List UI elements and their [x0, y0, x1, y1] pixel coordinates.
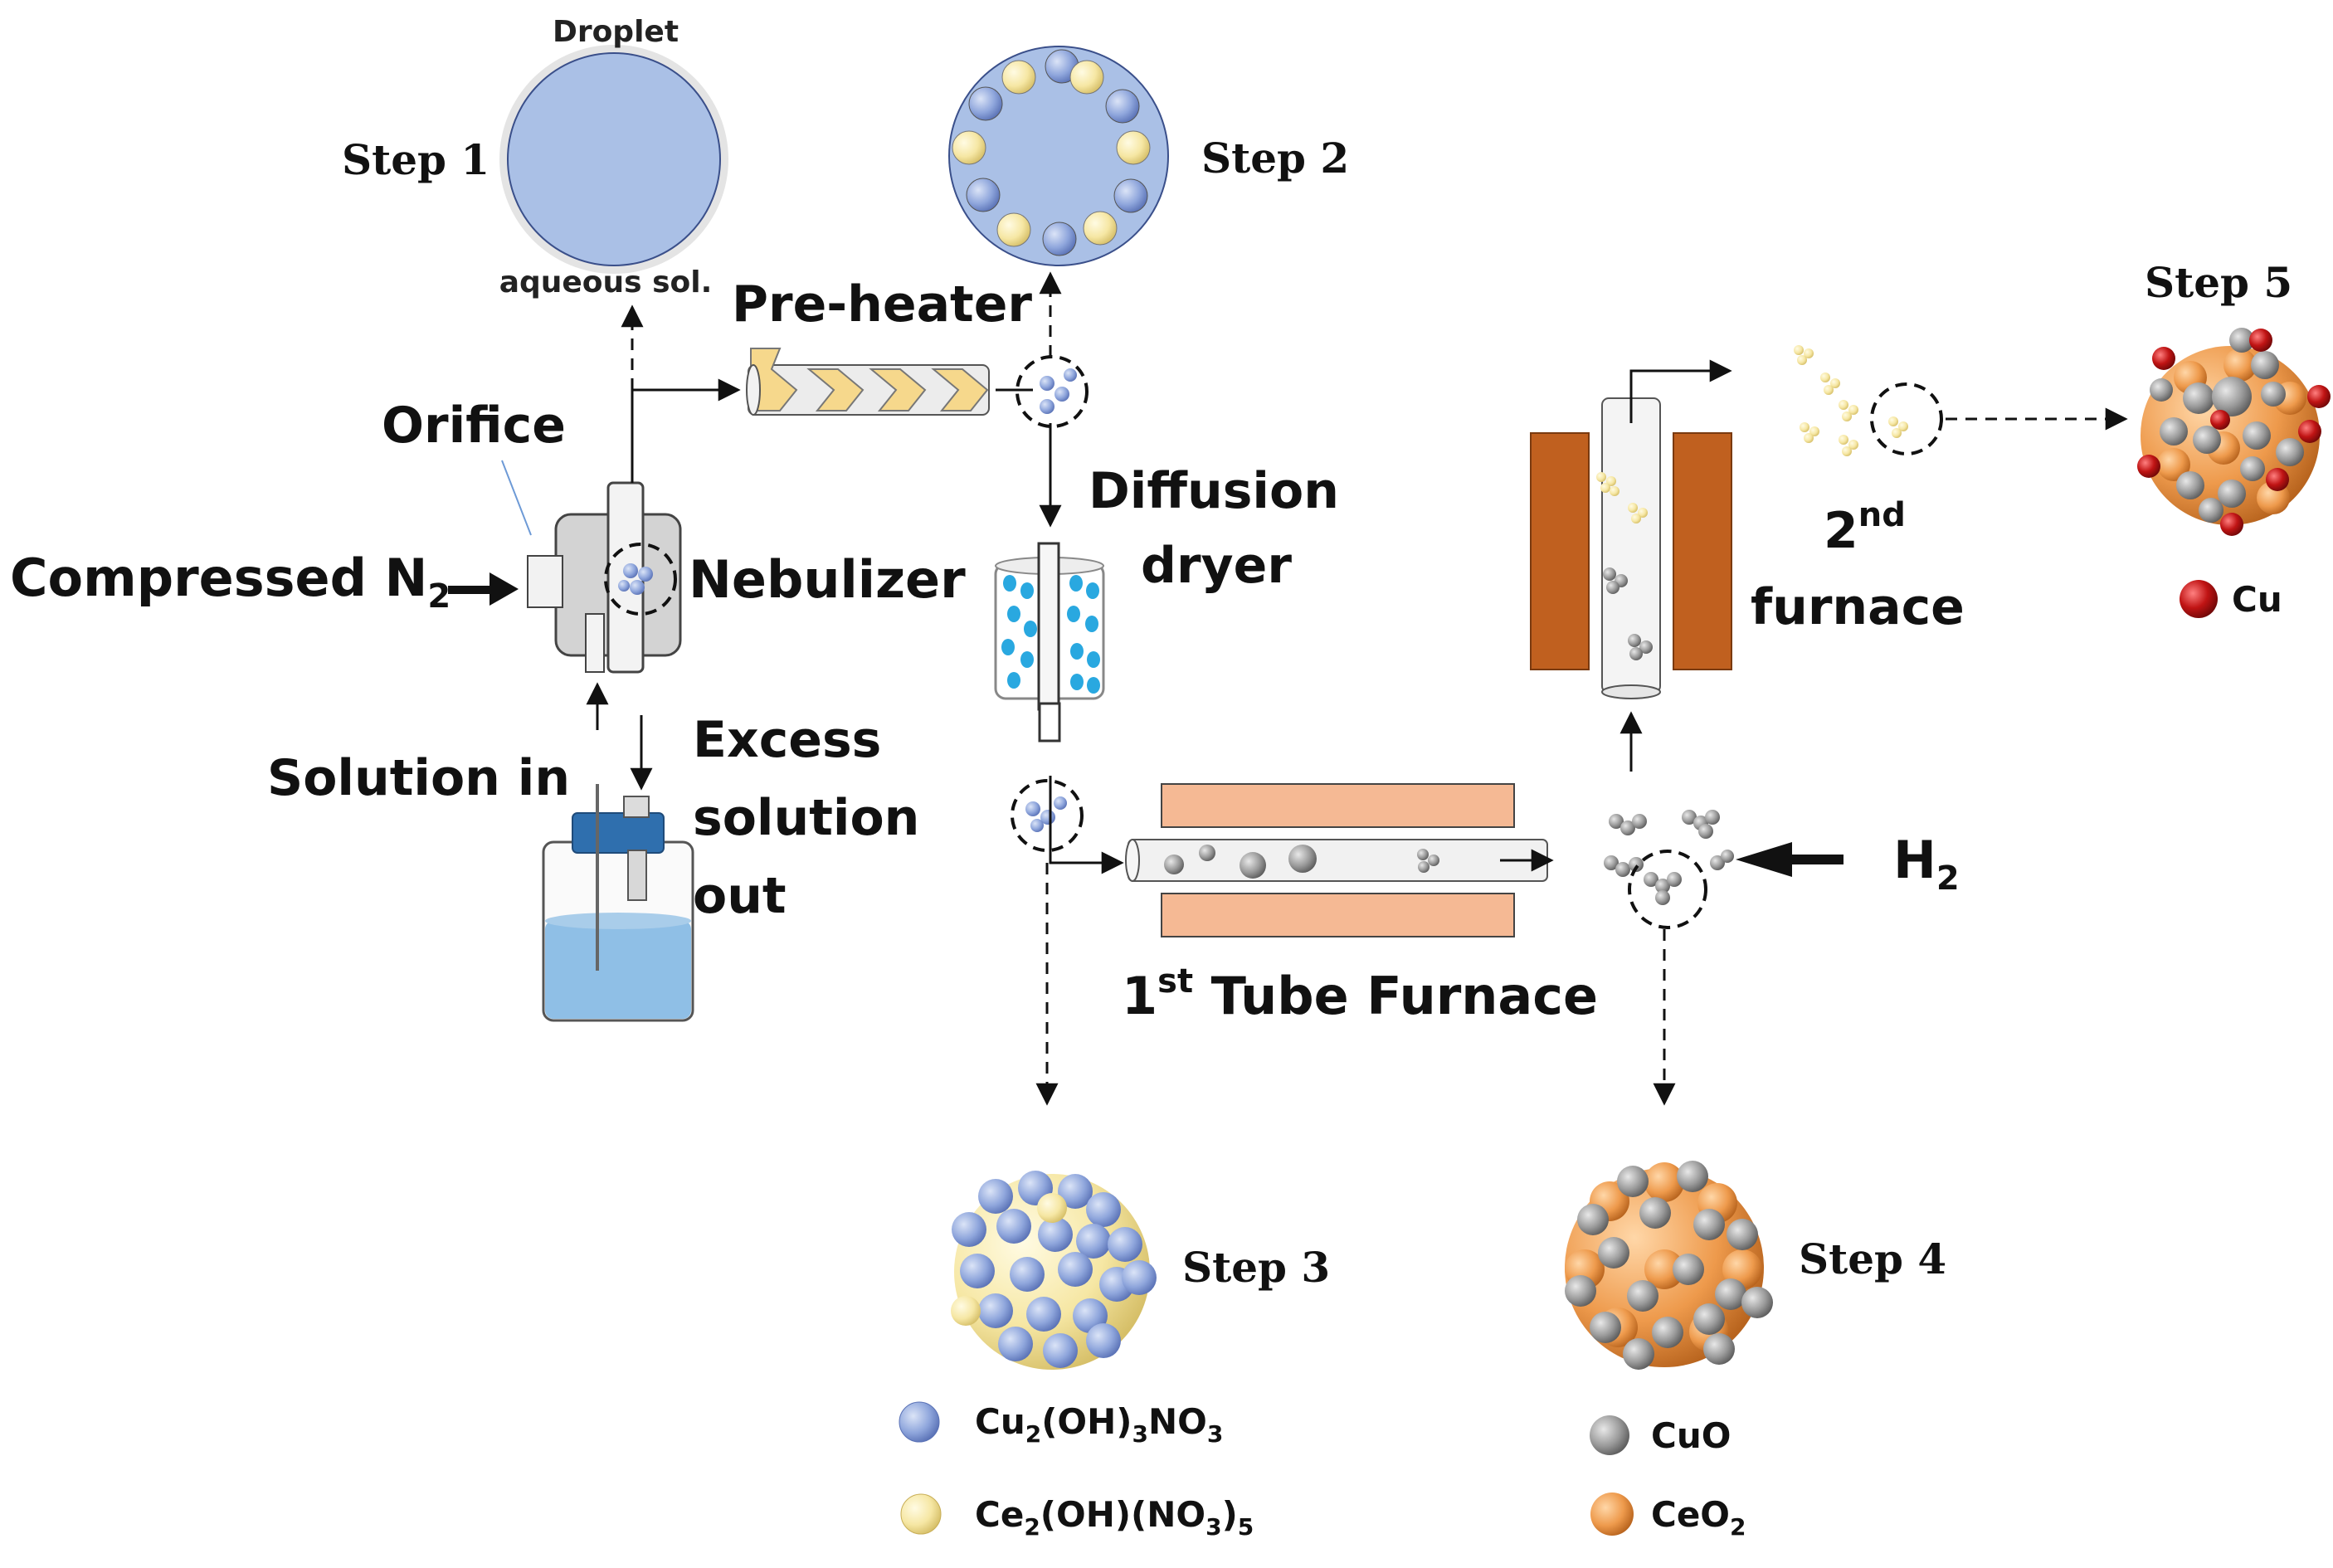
solution-in-label: Solution in	[267, 749, 570, 807]
ce2ohno35-legend-marker	[900, 1493, 942, 1535]
step4-label: Step 4	[1799, 1234, 1946, 1283]
droplet-label: Droplet	[553, 15, 679, 49]
furnace2-exit-arrow	[1629, 359, 1732, 423]
step4-particle	[1565, 1161, 1773, 1370]
h2-label: H2	[1893, 830, 1960, 898]
diffusion-label-2: dryer	[1141, 537, 1292, 595]
step2-label: Step 2	[1201, 134, 1349, 183]
step3-particle	[951, 1171, 1157, 1370]
furnace1-exit-particles	[1604, 810, 1734, 905]
excess-label-1: Excess	[693, 711, 881, 769]
cu2oh3no3-legend-label: Cu2(OH)3NO3	[975, 1401, 1223, 1448]
h2-inlet-arrow	[1736, 842, 1844, 877]
nebulizer-label: Nebulizer	[689, 549, 966, 610]
step3-label: Step 3	[1182, 1243, 1330, 1292]
furnace2-label-1: 2nd	[1824, 496, 1906, 560]
furnace-2	[1530, 397, 1732, 699]
furnace1-exit-highlight	[1628, 850, 1707, 929]
cu2oh3no3-legend-marker	[899, 1401, 940, 1443]
compressed-label: Compressed N2	[10, 548, 451, 616]
cuo-legend-label: CuO	[1651, 1415, 1731, 1456]
preheater-coil	[746, 348, 990, 416]
to-furnace1-arrow	[1049, 776, 1124, 874]
preheater-label: Pre-heater	[732, 275, 1032, 334]
excess-label-2: solution	[693, 789, 919, 847]
tube-furnace-1	[1125, 783, 1548, 937]
diffusion-label-1: Diffusion	[1089, 462, 1339, 520]
n2-inlet-arrow	[448, 572, 519, 606]
ce2ohno35-legend-label: Ce2(OH)(NO3)5	[975, 1494, 1254, 1541]
furnace2-label-2: furnace	[1751, 578, 1965, 636]
nebulizer-device	[527, 481, 682, 674]
ceo2-legend-label: CeO2	[1651, 1494, 1746, 1541]
cuo-legend-marker	[1590, 1415, 1629, 1455]
step5-particle	[2137, 328, 2331, 536]
ceo2-legend-marker	[1590, 1493, 1634, 1536]
step2-droplet	[948, 46, 1169, 266]
nebulizer-to-preheater-arrow	[631, 378, 741, 483]
aqueous-label: aqueous sol.	[499, 265, 713, 299]
step1-label: Step 1	[342, 135, 489, 184]
preheater-exit-highlight	[1016, 355, 1089, 428]
cu-legend-label: Cu	[2232, 579, 2282, 620]
diffusion-dryer	[994, 542, 1105, 743]
cu-legend-marker	[2180, 580, 2218, 618]
step1-droplet	[499, 45, 728, 274]
furnace1-label: 1st Tube Furnace	[1122, 962, 1598, 1026]
dryer-exit-highlight	[1011, 779, 1084, 852]
excess-label-3: out	[693, 867, 787, 925]
furnace2-exit-particles	[1794, 345, 1908, 456]
solution-beaker	[542, 784, 694, 1022]
furnace2-exit-highlight	[1870, 382, 1943, 455]
orifice-pointer	[501, 460, 532, 536]
orifice-label: Orifice	[382, 397, 566, 455]
step5-label: Step 5	[2145, 258, 2292, 307]
